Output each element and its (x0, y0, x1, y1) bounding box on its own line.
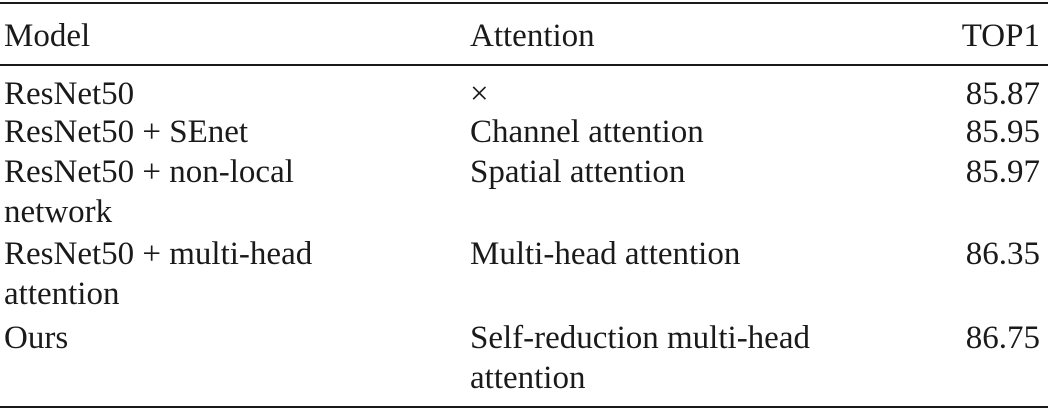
cell-model: ResNet50 + non-local network (4, 152, 444, 232)
cell-top1: 85.87 (965, 76, 1040, 112)
cell-attention: × (470, 74, 910, 114)
cell-model-line: Ours (4, 320, 69, 356)
cell-attention: Multi-head attention (470, 234, 910, 274)
cell-attention-line: Self-reduction multi-head (470, 320, 810, 356)
top-rule (0, 2, 1048, 4)
cell-attention-line: Spatial attention (470, 154, 686, 190)
cell-attention: Spatial attention (470, 152, 910, 192)
header-model: Model (4, 18, 91, 54)
cell-attention: Channel attention (470, 112, 910, 152)
header-top1: TOP1 (961, 18, 1040, 54)
cell-model-line: network (4, 194, 113, 230)
cell-top1: 86.75 (965, 320, 1040, 356)
cell-attention-line: attention (470, 360, 586, 396)
cell-model-line: ResNet50 + SEnet (4, 114, 249, 150)
cell-attention-line: × (470, 76, 489, 112)
cell-model-line: ResNet50 + multi-head (4, 236, 313, 272)
cell-model-line: ResNet50 + non-local (4, 154, 294, 190)
header-rule (0, 64, 1048, 66)
cell-top1: 85.97 (965, 154, 1040, 190)
cell-model-line: ResNet50 (4, 76, 135, 112)
cell-model: Ours (4, 318, 444, 358)
cell-model: ResNet50 + SEnet (4, 112, 444, 152)
cell-model-line: attention (4, 276, 120, 312)
cell-attention-line: Channel attention (470, 114, 704, 150)
cell-top1: 86.35 (965, 236, 1040, 272)
cell-model: ResNet50 (4, 74, 444, 114)
cell-model: ResNet50 + multi-head attention (4, 234, 444, 314)
bottom-rule (0, 406, 1048, 408)
table-header: Model Attention TOP1 (0, 8, 1048, 62)
cell-attention-line: Multi-head attention (470, 236, 741, 272)
cell-attention: Self-reduction multi-head attention (470, 318, 910, 398)
cell-top1: 85.95 (965, 114, 1040, 150)
header-attention: Attention (470, 18, 595, 54)
